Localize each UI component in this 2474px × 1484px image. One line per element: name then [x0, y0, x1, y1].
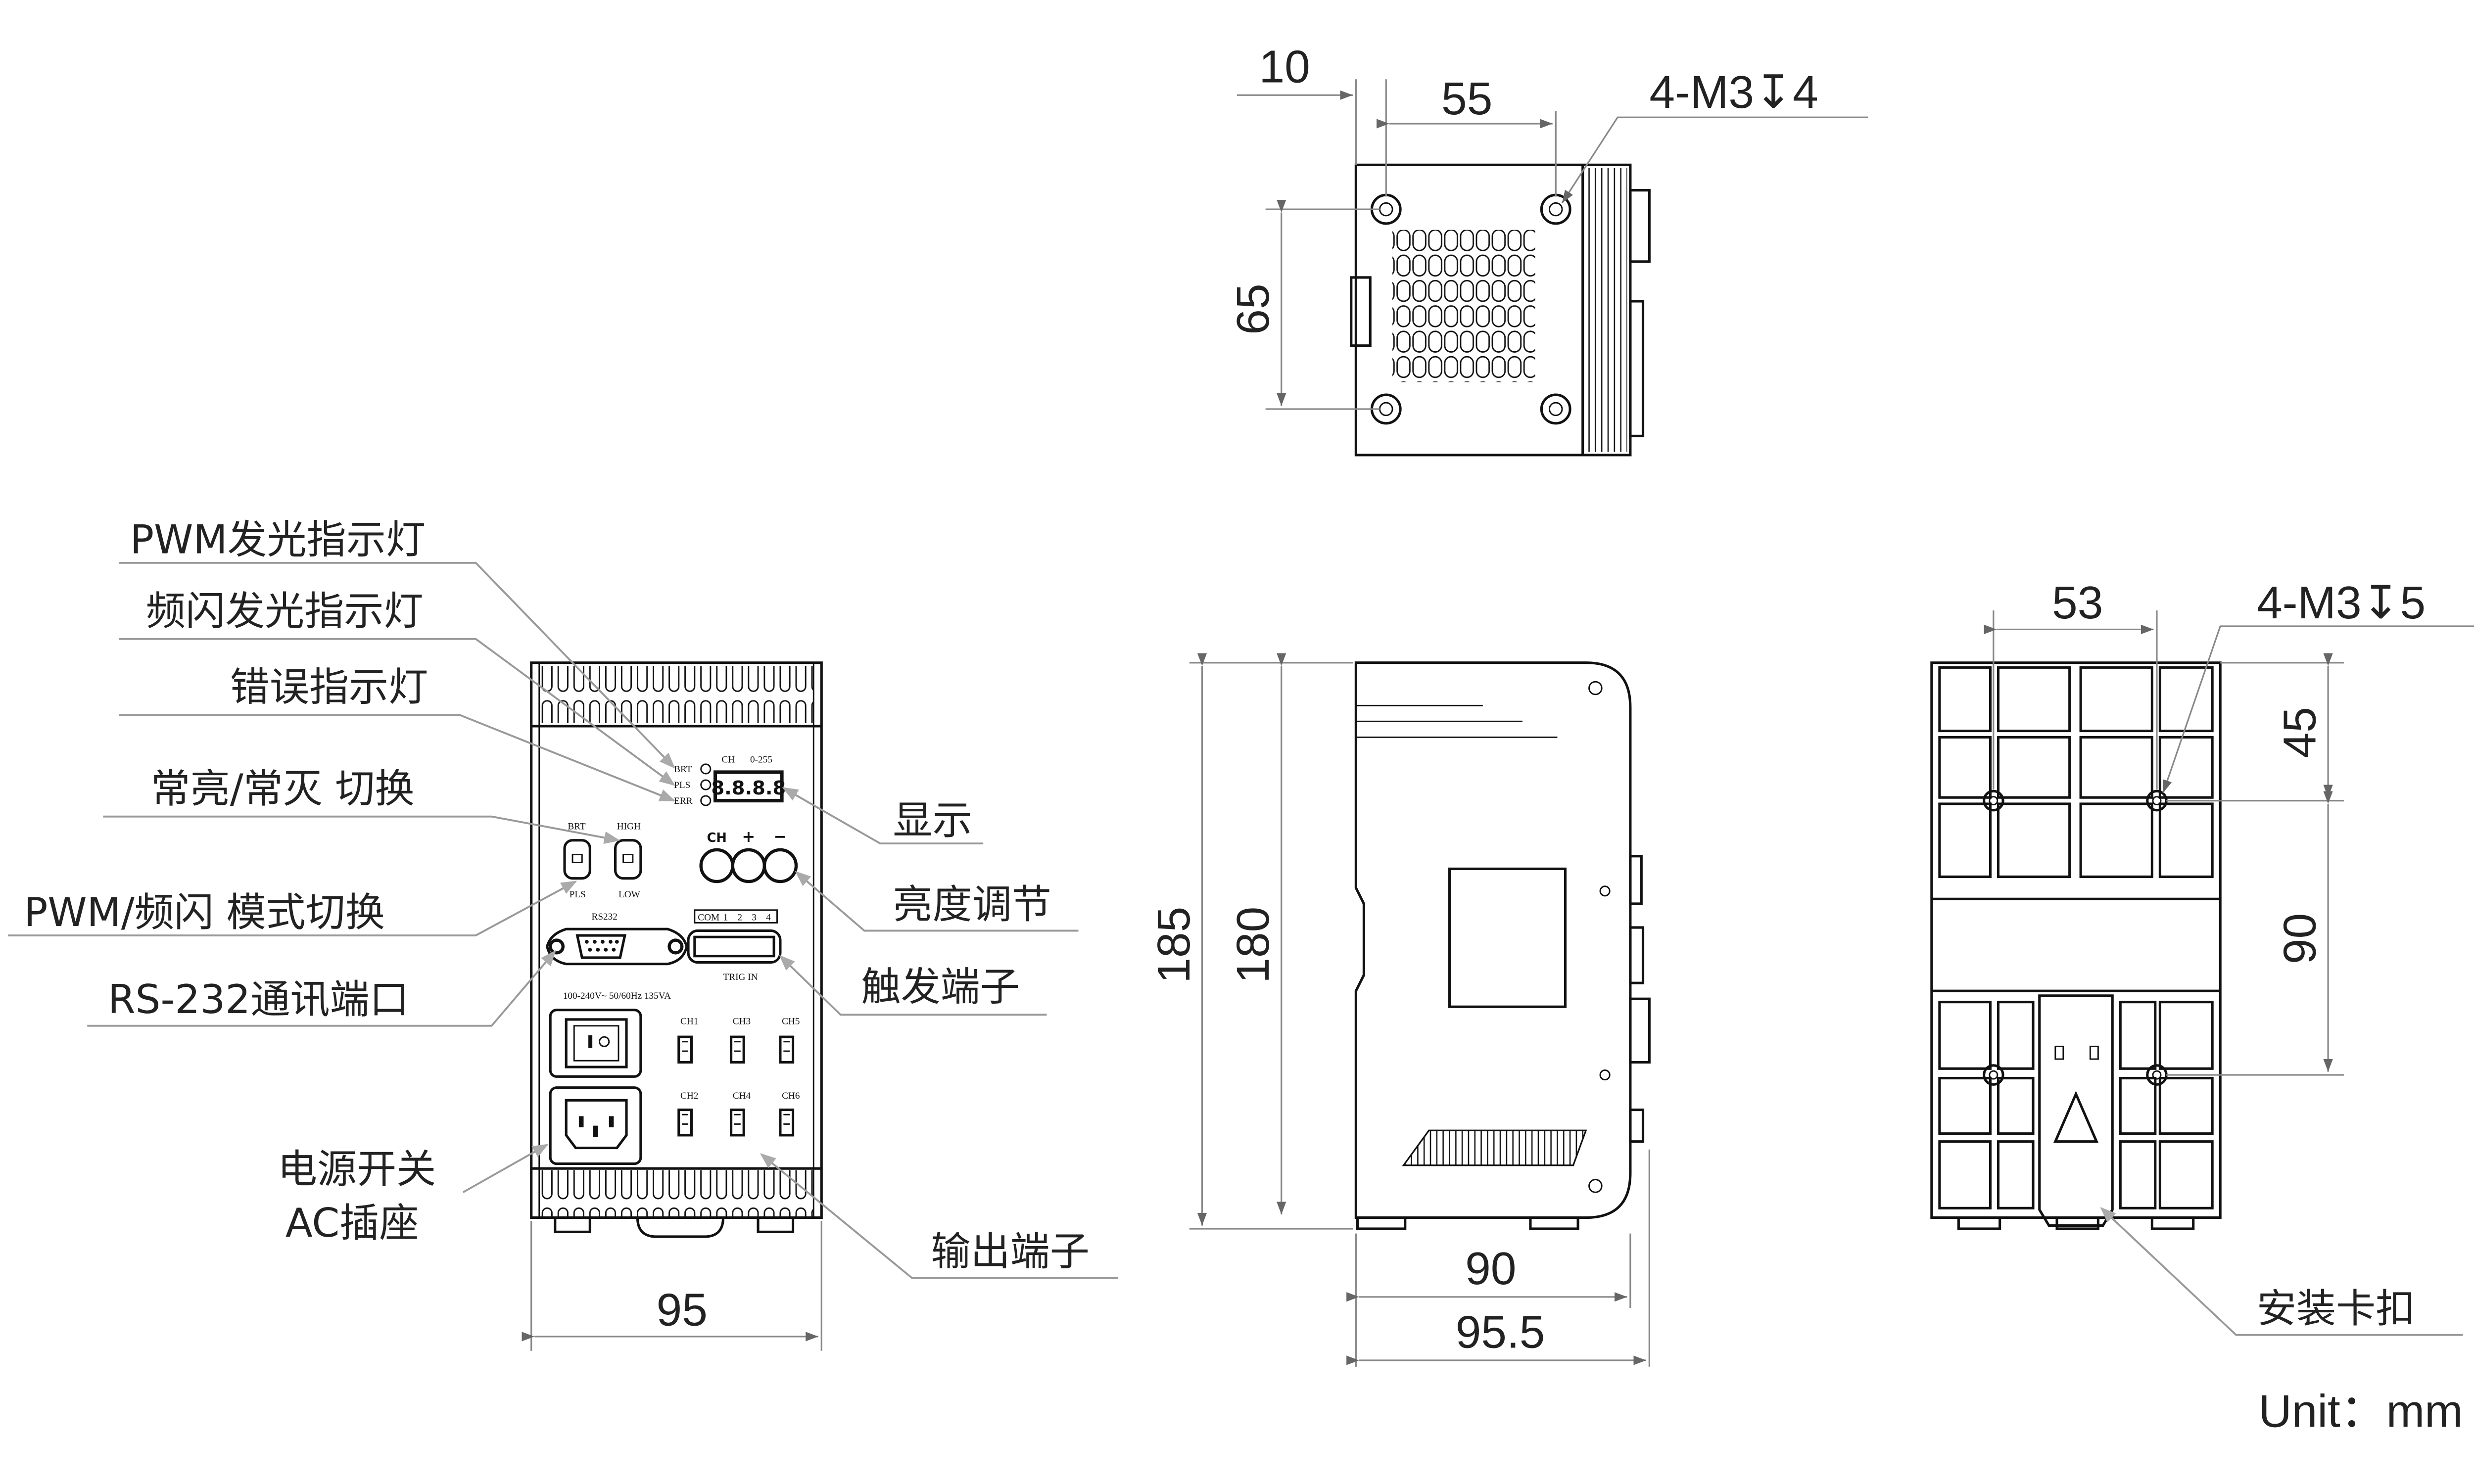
pls-led-icon	[700, 779, 712, 790]
led-label-pls: PLS	[674, 780, 690, 790]
trig-3-label: 3	[752, 913, 757, 923]
top-hole-spec: 4-M3↧4	[1649, 66, 1818, 118]
foot	[554, 1216, 591, 1233]
callout-power-switch: 电源开关	[278, 1146, 436, 1192]
switch-label-pls: PLS	[570, 889, 586, 900]
mount-hole	[2146, 1064, 2168, 1086]
brt-led-icon	[700, 763, 712, 775]
trig-1-label: 1	[723, 913, 728, 923]
trig-in-label: TRIG IN	[723, 972, 758, 982]
dim-back-top: 45	[2274, 707, 2325, 758]
seven-segment-display	[713, 770, 784, 803]
button-label-minus: −	[773, 827, 787, 846]
output-label-ch6: CH6	[782, 1091, 800, 1101]
mount-hole	[2146, 789, 2168, 812]
switch-label-high: HIGH	[617, 821, 641, 832]
ch-button[interactable]	[699, 848, 734, 883]
ac-inlet	[549, 1086, 642, 1165]
dim-side-total-depth: 95.5	[1456, 1306, 1545, 1357]
front-view: BRT PLS ERR CH 0-255 8.8.8.8 BRT HIGH PL…	[8, 517, 1118, 1351]
power-switch[interactable]	[565, 1018, 628, 1068]
trigger-terminal-labels	[694, 909, 778, 924]
led-label-err: ERR	[674, 796, 693, 806]
trigger-input-terminal	[687, 929, 782, 964]
foot	[757, 1216, 795, 1233]
callout-strobe-led: 频闪发光指示灯	[146, 588, 424, 634]
switch-label-brt: BRT	[568, 821, 585, 832]
dim-front-width: 95	[657, 1284, 708, 1335]
side-fins	[1582, 168, 1627, 452]
err-led-icon	[700, 795, 712, 806]
side-housing	[1354, 661, 1632, 1219]
top-vent-grille	[539, 666, 814, 723]
display-value: 8.8.8.8	[711, 777, 786, 799]
mode-switch[interactable]	[563, 839, 591, 880]
trig-4-label: 4	[766, 913, 771, 923]
output-label-ch2: CH2	[680, 1091, 698, 1101]
plus-button[interactable]	[731, 848, 766, 883]
power-switch-housing	[549, 1009, 642, 1078]
din-rail-clip	[2038, 994, 2114, 1227]
back-view: 53 4-M3↧5 45 90 安装卡扣	[1930, 577, 2474, 1336]
callout-hold-switch: 常亮/常灭 切换	[150, 766, 414, 812]
dim-side-total-height: 185	[1148, 907, 1199, 983]
callout-error-led: 错误指示灯	[230, 664, 428, 710]
callout-rs232: RS-232通讯端口	[108, 976, 409, 1022]
clip-release-icon	[2053, 1091, 2099, 1143]
side-vent	[1402, 1129, 1587, 1166]
switch-label-low: LOW	[618, 889, 641, 900]
callout-outputs: 输出端子	[931, 1229, 1089, 1275]
dim-top-hole-spacing: 55	[1441, 73, 1492, 124]
led-label-brt: BRT	[674, 764, 692, 775]
output-label-ch1: CH1	[680, 1017, 698, 1027]
mount-hole	[1540, 393, 1571, 425]
callout-display: 显示	[893, 797, 972, 843]
callout-din-clip: 安装卡扣	[2257, 1286, 2415, 1332]
fan-vent	[1392, 230, 1535, 382]
output-label-ch5: CH5	[782, 1017, 800, 1027]
mount-hole	[1983, 1064, 2004, 1086]
button-label-ch: CH	[707, 831, 727, 845]
dim-side-body-height: 180	[1227, 907, 1279, 983]
dim-back-vertical: 90	[2274, 913, 2325, 964]
back-hole-spec: 4-M3↧5	[2257, 577, 2426, 628]
callout-brightness: 亮度调节	[893, 881, 1051, 928]
minus-button[interactable]	[762, 848, 798, 883]
button-label-plus: +	[742, 827, 755, 846]
unit-label: Unit：mm	[2259, 1386, 2463, 1437]
dim-top-height: 65	[1227, 283, 1279, 334]
dim-side-body-depth: 90	[1465, 1243, 1516, 1294]
mount-hole	[1540, 193, 1571, 225]
output-connector-ch2	[677, 1109, 693, 1137]
output-connector-ch3	[730, 1035, 745, 1064]
mount-hole	[1983, 789, 2004, 812]
output-label-ch3: CH3	[733, 1017, 751, 1027]
output-connector-ch4	[730, 1109, 745, 1137]
power-rating-label: 100-240V~ 50/60Hz 135VA	[563, 991, 671, 1001]
side-view: 185 180 90 95.5	[1148, 653, 1651, 1367]
trig-com-label: COM	[698, 913, 719, 923]
brightness-hold-switch[interactable]	[614, 839, 642, 880]
din-clip	[636, 1217, 725, 1238]
bottom-vent-grille	[539, 1170, 814, 1218]
output-connector-ch5	[779, 1035, 795, 1064]
trig-2-label: 2	[737, 913, 742, 923]
side-label-area	[1448, 867, 1567, 1008]
dim-top-offset: 10	[1259, 41, 1310, 93]
callout-trigger: 触发端子	[861, 964, 1019, 1010]
top-view: 10 55 4-M3↧4 65	[1227, 41, 1868, 457]
callout-pwm-led: PWM发光指示灯	[130, 517, 426, 563]
output-label-ch4: CH4	[733, 1091, 751, 1101]
dim-back-hole-spacing: 53	[2052, 577, 2103, 628]
callout-mode-switch: PWM/频闪 模式切换	[24, 889, 385, 935]
output-connector-ch1	[677, 1035, 693, 1064]
rs232-label: RS232	[592, 912, 618, 922]
output-connector-ch6	[779, 1109, 795, 1137]
display-range-label: 0-255	[750, 755, 772, 765]
display-ch-label: CH	[721, 755, 735, 765]
callout-ac-inlet: AC插座	[285, 1200, 419, 1246]
db9-connector	[546, 928, 688, 966]
